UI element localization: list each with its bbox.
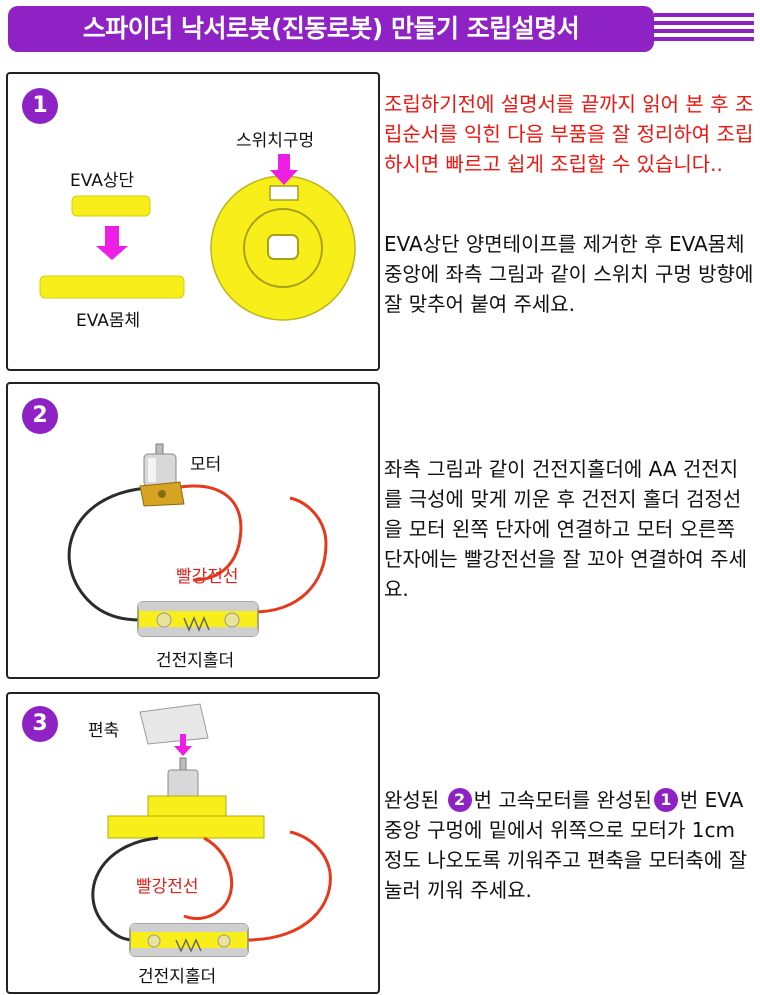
- step-2-description: 좌측 그림과 같이 건전지홀더에 AA 건전지를 극성에 맞게 끼운 후 건전지…: [384, 457, 747, 601]
- step-1-description: EVA상단 양면테이프를 제거한 후 EVA몸체 중앙에 좌측 그림과 같이 스…: [384, 232, 754, 316]
- eva-disc-inner-ring: [243, 208, 323, 288]
- motor-body: [167, 769, 199, 799]
- step-1-warning: 조립하기전에 설명서를 끝까지 읽어 본 후 조립순서를 익힌 다음 부품을 잘…: [384, 92, 754, 176]
- step-2-illustration: [67, 443, 328, 637]
- eva-body-piece: [39, 275, 185, 299]
- red-wire-from-motor: [173, 484, 243, 582]
- step-3-panel: 3 편축 빨강전선 건전지홀더: [6, 692, 380, 994]
- red-wire-from-holder: [253, 496, 328, 614]
- down-arrow-icon: [270, 154, 298, 185]
- step-1-ref-badge: 1: [653, 788, 678, 812]
- step-3-desc-part3: 번 EVA 중앙 구멍에 밑에서 위쪽으로 모터가 1cm 정도 나오도록 끼워…: [384, 788, 747, 902]
- step-1-illustration: [39, 154, 356, 321]
- battery-holder-icon: [129, 923, 249, 957]
- step-3-badge: 3: [22, 706, 58, 742]
- motor-label: 모터: [190, 455, 222, 475]
- step-1-badge: 1: [22, 88, 58, 124]
- step-2-ref-badge: 2: [447, 788, 472, 812]
- step-3-desc-part1: 완성된: [384, 788, 440, 812]
- down-arrow-icon: [96, 226, 128, 260]
- switch-hole-label: 스위치구멍: [236, 131, 315, 151]
- red-wire-label: 빨강전선: [176, 567, 239, 587]
- eva-center-hole: [267, 234, 299, 260]
- page-title: 스파이더 낙서로봇(진동로봇) 만들기 조립설명서: [82, 14, 580, 43]
- red-wire-from-holder: [245, 830, 332, 942]
- down-arrow-icon: [174, 734, 192, 756]
- eva-body-label: EVA몸체: [76, 311, 141, 331]
- eva-body-piece: [107, 815, 265, 839]
- eva-top-label: EVA상단: [70, 171, 135, 191]
- battery-holder-label: 건전지홀더: [138, 967, 217, 987]
- step-2-badge: 2: [22, 398, 58, 434]
- battery-holder-label: 건전지홀더: [156, 651, 235, 671]
- eva-top-piece: [71, 195, 151, 217]
- step-2-panel: 2 모터 빨강전선 건전지홀더: [6, 382, 380, 679]
- black-wire: [91, 836, 159, 942]
- step-3-desc-part2: 번 고속모터를 완성된: [473, 788, 652, 812]
- red-wire-from-motor: [183, 836, 234, 920]
- battery-holder-icon: [137, 601, 259, 637]
- red-wire-label: 빨강전선: [136, 877, 199, 897]
- step-1-panel: 1 EVA상단 EVA몸체 스위치구멍: [6, 72, 380, 371]
- eva-top-piece: [147, 795, 227, 817]
- eccentric-shaft-label: 편축: [88, 721, 120, 741]
- title-bar: [8, 6, 654, 52]
- black-wire: [67, 486, 149, 622]
- step-3-illustration: [91, 703, 332, 957]
- switch-hole: [269, 185, 299, 201]
- title-decoration-lines: [654, 13, 754, 45]
- eccentric-weight-icon: [139, 703, 209, 745]
- motor-icon: [139, 443, 185, 507]
